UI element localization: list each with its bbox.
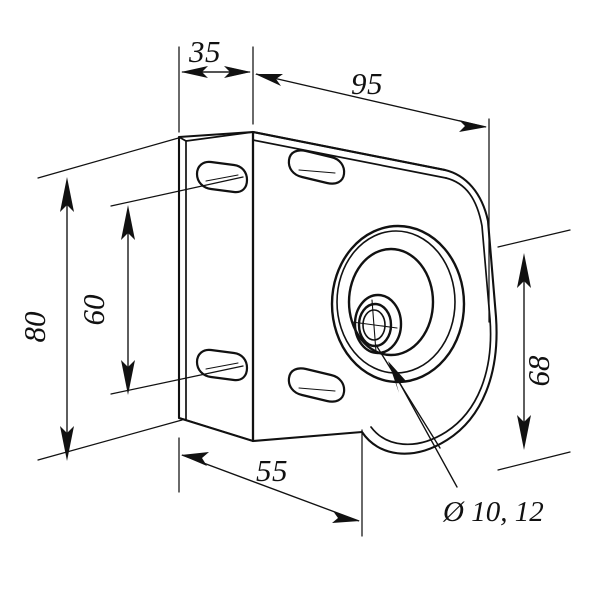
flange-slot-upper xyxy=(195,160,249,194)
dimension-95: 95 xyxy=(255,66,487,132)
arrow-head-left xyxy=(181,452,209,466)
dimension-label-60: 60 xyxy=(76,294,111,326)
dimension-35: 35 xyxy=(181,34,251,78)
main-face xyxy=(251,130,498,455)
arrow-head-left xyxy=(255,74,283,86)
central-hub xyxy=(330,224,466,384)
face-slot-lower xyxy=(287,367,346,403)
diameter-callout: Ø 10, 12 xyxy=(375,344,544,528)
dimension-label-35: 35 xyxy=(188,34,221,69)
dimension-55: 55 xyxy=(181,452,360,523)
dimension-label-55: 55 xyxy=(256,453,288,488)
arrow-head-top xyxy=(517,253,531,288)
arrow-head-leader xyxy=(388,361,406,393)
bracket-top-edge xyxy=(251,130,447,179)
face-slot-upper xyxy=(287,149,346,185)
arrow-head-bottom xyxy=(60,426,74,461)
dimension-80: 80 xyxy=(17,177,74,461)
dimension-68: 68 xyxy=(517,253,556,450)
dimension-60: 60 xyxy=(76,205,135,395)
diameter-callout-label: Ø 10, 12 xyxy=(442,496,544,528)
arrow-head-left xyxy=(181,66,208,78)
arrow-head-top xyxy=(60,177,74,212)
arrow-head-right xyxy=(459,120,487,132)
arrow-head-bottom xyxy=(121,360,135,395)
arrow-head-right xyxy=(224,66,251,78)
arrow-head-right xyxy=(332,511,360,523)
dimension-label-95: 95 xyxy=(351,66,383,101)
arrow-head-bottom xyxy=(517,415,531,450)
extension-lines xyxy=(37,46,571,537)
flange-slot-lower xyxy=(195,348,249,382)
dimension-label-80: 80 xyxy=(17,311,52,343)
dimension-label-68: 68 xyxy=(521,355,556,387)
arrow-head-top xyxy=(121,205,135,240)
